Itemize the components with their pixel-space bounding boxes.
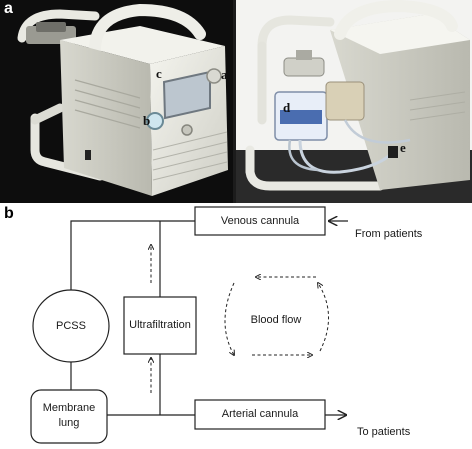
venous-to-pcss-line bbox=[70, 220, 195, 290]
device-photo-panel: a a b c d e bbox=[0, 0, 472, 203]
callout-a: a bbox=[221, 67, 228, 82]
panel-b-label: b bbox=[4, 205, 14, 222]
arterial-cannula-label: Arterial cannula bbox=[221, 408, 299, 420]
blood-flow-left-arrow bbox=[224, 282, 234, 355]
circuit-diagram: Venous cannula Arterial cannula Ultrafil… bbox=[0, 203, 472, 449]
to-patients-label: To patients bbox=[357, 426, 411, 438]
callout-e: e bbox=[400, 140, 406, 155]
panel-a-label: a bbox=[4, 0, 13, 17]
membrane-lung-label-line1: Membrane bbox=[42, 402, 96, 414]
circuit-diagram-shapes bbox=[30, 206, 348, 444]
device-photo-illustration bbox=[17, 0, 472, 203]
callout-c: c bbox=[156, 66, 162, 81]
membrane-lung-box bbox=[30, 389, 108, 444]
device-front-view bbox=[17, 3, 228, 196]
membrane-lung-label-line2: lung bbox=[58, 417, 80, 429]
blood-flow-label: Blood flow bbox=[250, 314, 302, 326]
venous-cannula-label: Venous cannula bbox=[220, 215, 300, 227]
from-patients-label: From patients bbox=[355, 228, 423, 240]
ultrafiltration-label: Ultrafiltration bbox=[129, 319, 191, 331]
photo-divider bbox=[233, 0, 236, 203]
callout-d: d bbox=[283, 100, 291, 115]
pcss-label: PCSS bbox=[56, 320, 86, 332]
callout-b: b bbox=[143, 113, 151, 128]
device-side-view bbox=[236, 0, 472, 203]
blood-flow-right-arrow bbox=[318, 283, 329, 352]
